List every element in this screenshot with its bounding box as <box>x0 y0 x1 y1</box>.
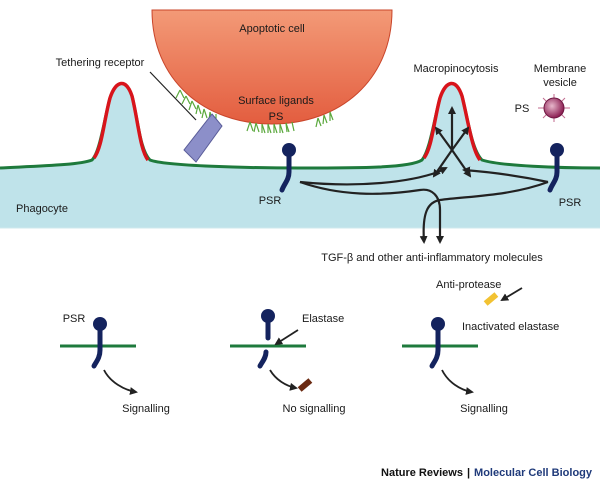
panel2-arrow <box>269 369 298 391</box>
phagocyte-cytoplasm <box>0 83 600 228</box>
psr-label-center: PSR <box>259 195 282 207</box>
apoptotic-cell <box>151 9 393 125</box>
signalling-label-panel3: Signalling <box>460 403 508 415</box>
panel3-arrow <box>441 369 474 395</box>
panel1-psr-receptor <box>91 317 107 369</box>
membrane-vesicle-label-line1: Membrane <box>534 63 587 75</box>
credit-journal: Nature Reviews <box>381 467 463 479</box>
tethering-receptor <box>183 113 223 163</box>
surface-ligand-spikes <box>175 89 334 134</box>
signalling-label-panel1: Signalling <box>122 403 170 415</box>
panel-anti-protease <box>402 287 523 395</box>
credit-separator: | <box>467 467 470 479</box>
panel2-psr-receptor <box>257 309 275 369</box>
pseudopod-rim-left <box>92 81 150 162</box>
psr-label-panel1: PSR <box>63 313 86 325</box>
surface-ligands-label: Surface ligands <box>238 95 314 107</box>
journal-credit: Nature Reviews | Molecular Cell Biology <box>381 467 593 479</box>
panel1-arrow <box>103 369 138 395</box>
tethering-receptor-label: Tethering receptor <box>56 57 145 69</box>
psr-receptor-right <box>547 143 564 193</box>
membrane-vesicle-label-line2: vesicle <box>543 77 577 89</box>
credit-section: Molecular Cell Biology <box>474 467 593 479</box>
elastase-pointer <box>274 329 299 346</box>
tethering-receptor-pointer <box>149 71 197 121</box>
pseudopod-rim-right <box>422 81 482 162</box>
ps-label-left: PS <box>269 111 284 123</box>
no-signalling-label: No signalling <box>283 403 346 415</box>
signalling-arrows-top <box>299 166 549 244</box>
panel-signalling <box>60 317 138 395</box>
macropinocytosis-label: Macropinocytosis <box>414 63 499 75</box>
psr-label-right: PSR <box>559 197 582 209</box>
inactivated-elastase-label: Inactivated elastase <box>462 321 559 333</box>
inactivated-elastase <box>483 292 499 306</box>
anti-protease-pointer <box>500 287 523 302</box>
elastase-label: Elastase <box>302 313 344 325</box>
tgf-beta-label: TGF-β and other anti-inflammatory molecu… <box>321 252 543 264</box>
panel-no-signalling <box>230 309 313 392</box>
ps-label-right: PS <box>515 103 530 115</box>
apoptotic-cell-label: Apoptotic cell <box>239 23 304 35</box>
psr-receptor-center <box>279 143 296 193</box>
panel3-psr-receptor <box>429 317 445 369</box>
membrane-vesicle <box>538 94 570 122</box>
anti-protease-label: Anti-protease <box>436 279 501 291</box>
phagocyte-label: Phagocyte <box>16 203 68 215</box>
cleaved-psr-fragment <box>297 378 313 392</box>
